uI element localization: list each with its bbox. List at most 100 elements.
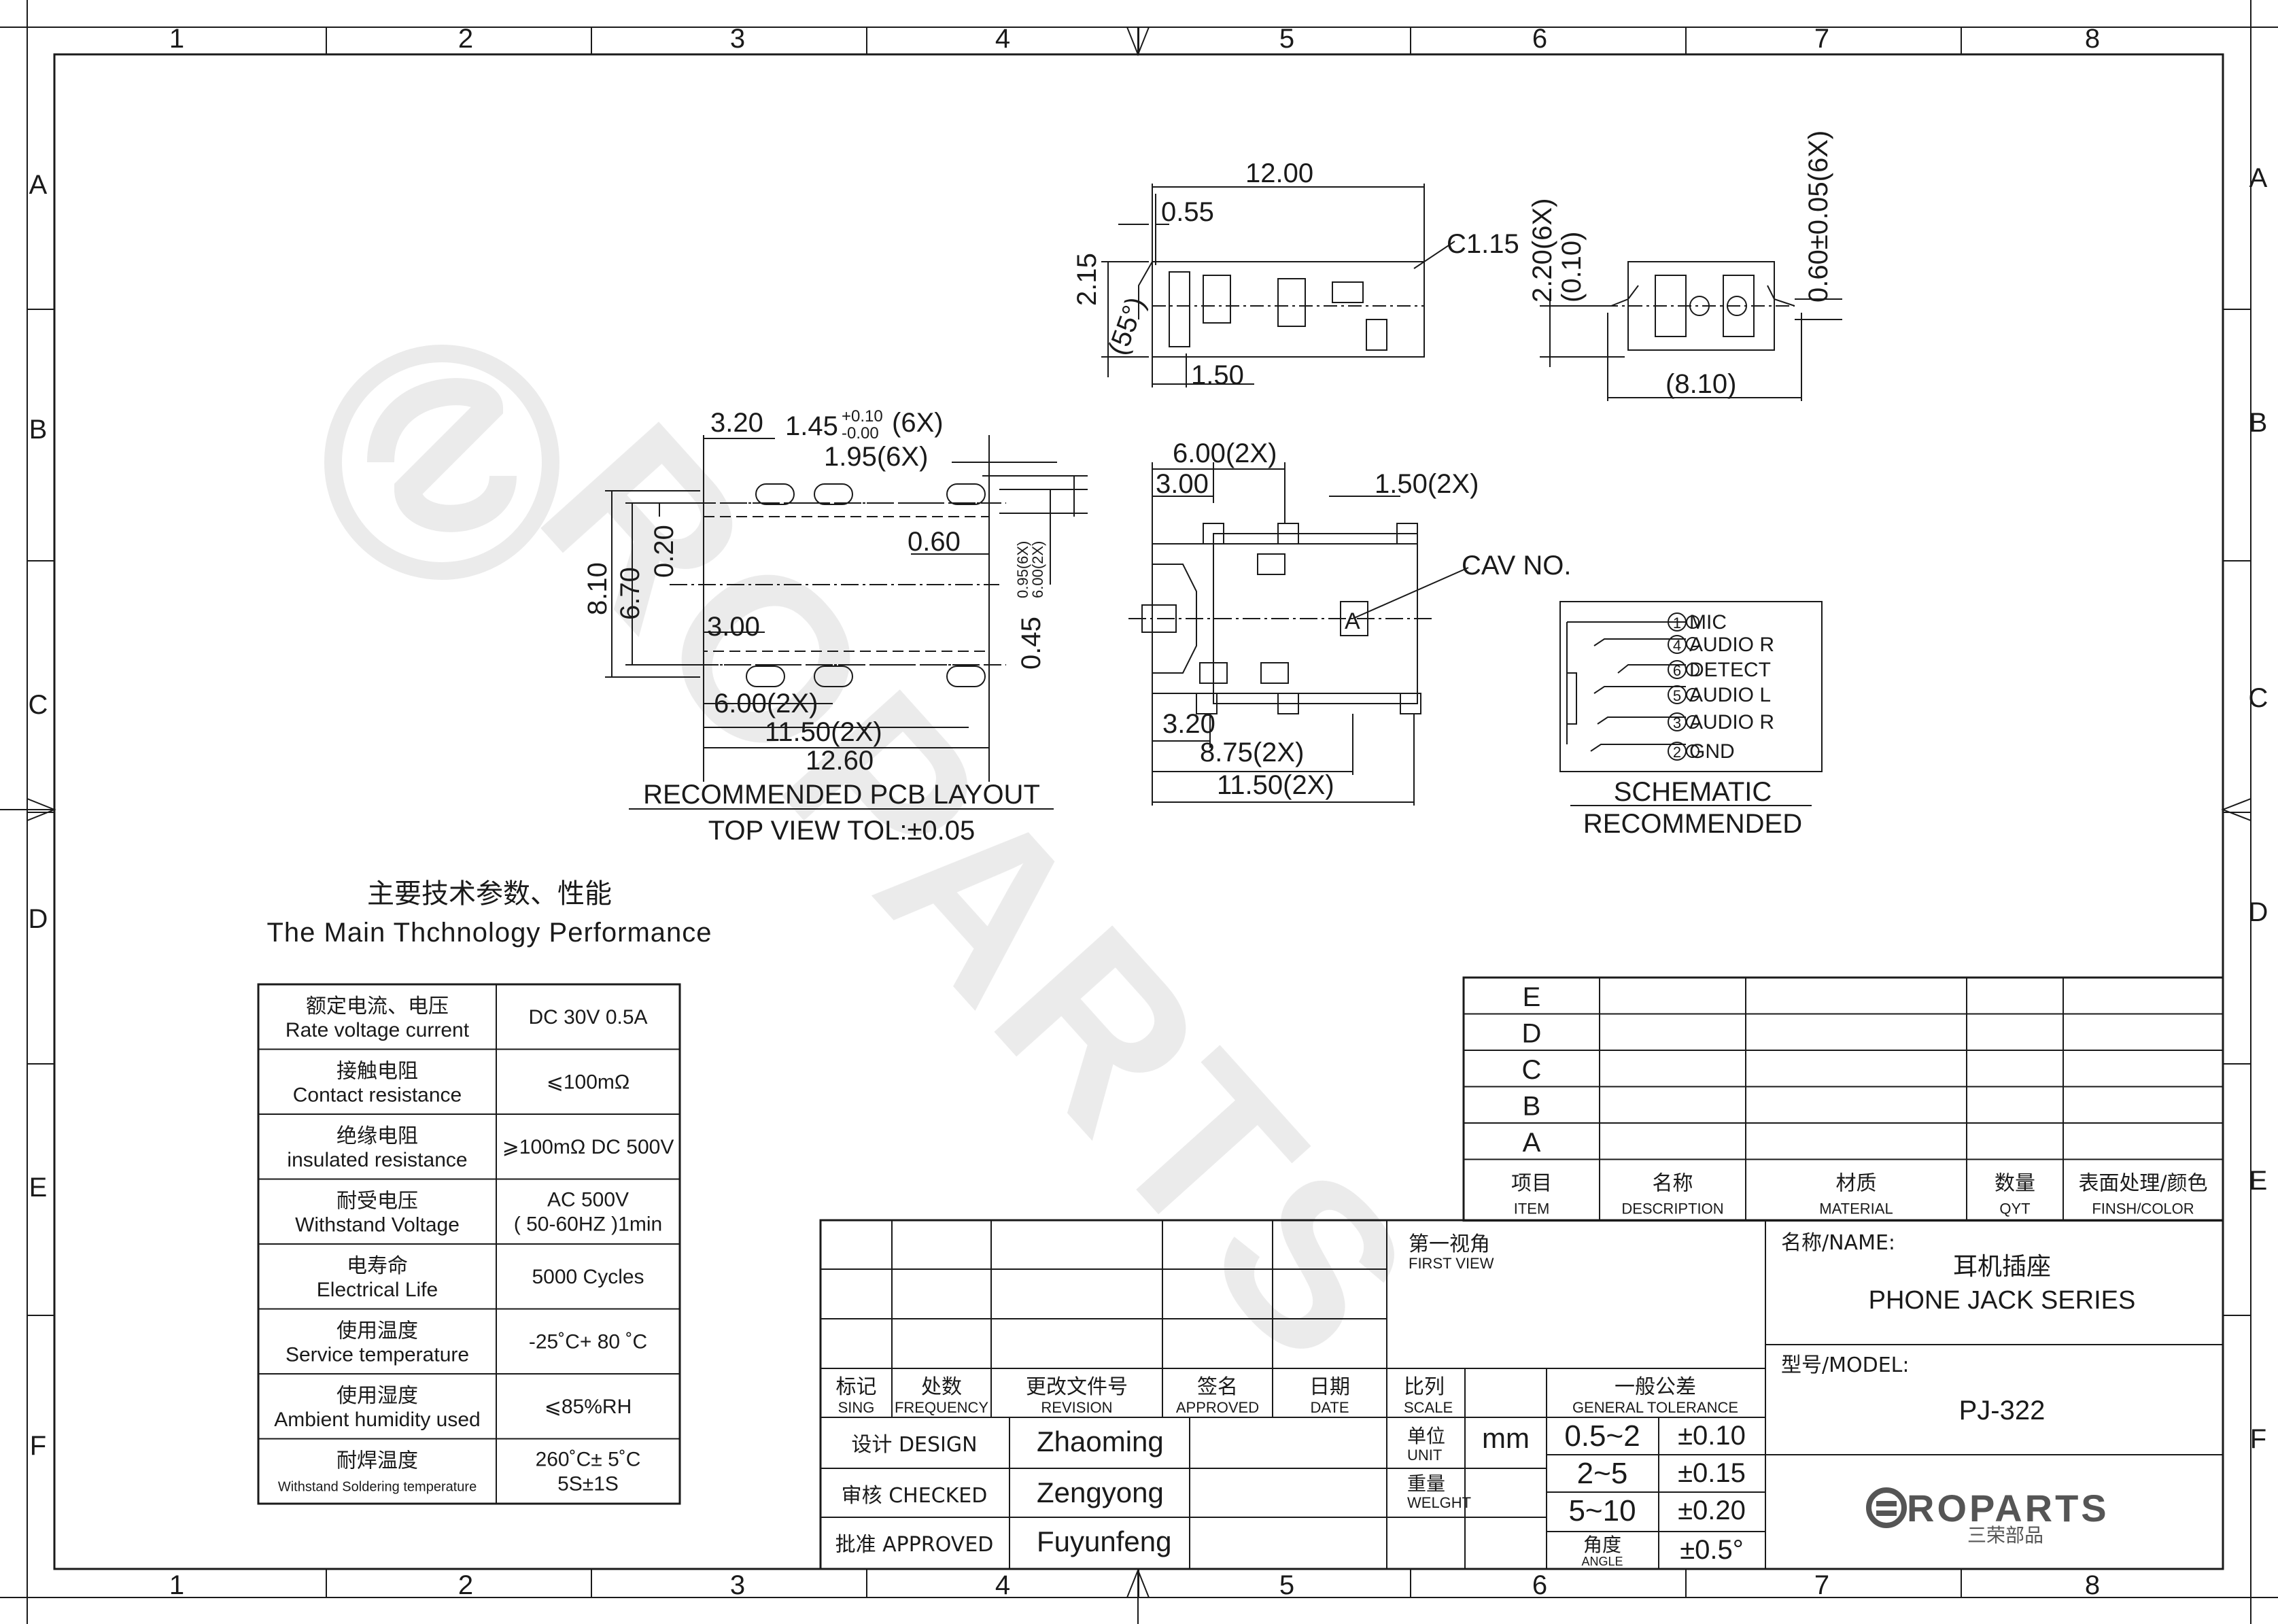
spec-value: -25˚C+ 80 ˚C bbox=[529, 1331, 647, 1353]
spec-label-en: Ambient humidity used bbox=[274, 1409, 481, 1431]
weight-cn: 重量 bbox=[1407, 1472, 1445, 1495]
side-dim-pin: 1.50 bbox=[1191, 360, 1244, 390]
pin-number: 6 bbox=[1673, 662, 1681, 679]
specs-title-en: The Main Thchnology Performance bbox=[266, 918, 712, 948]
bom-header-en: FINSH/COLOR bbox=[2092, 1200, 2194, 1217]
pin-number-circle bbox=[1668, 742, 1687, 761]
zone-col-bottom-4: 4 bbox=[995, 1570, 1010, 1600]
zone-row-left-2: C bbox=[29, 690, 48, 720]
pin-label: GND bbox=[1689, 740, 1735, 763]
pcb-dim-total-height: 8.10 bbox=[583, 562, 612, 615]
pcb-dim-pad-length: 1.95(6X) bbox=[824, 442, 928, 472]
pcb-dim-half-pitch: 3.00 bbox=[707, 612, 760, 642]
side-view bbox=[1101, 184, 1455, 387]
bom-rev-A: A bbox=[1523, 1128, 1541, 1158]
top-dim-first-pin: 3.20 bbox=[1162, 709, 1215, 739]
pin-number-circle bbox=[1668, 685, 1687, 704]
spec-value: ⩽100mΩ bbox=[547, 1071, 630, 1094]
zone-row-right-5: F bbox=[2250, 1424, 2266, 1454]
pcb-dim-edge: 0.20 bbox=[649, 525, 679, 578]
pin-label: MIC bbox=[1689, 611, 1727, 634]
bom-header-cn: 项目 bbox=[1511, 1172, 1552, 1196]
name-label: 名称/NAME: bbox=[1781, 1231, 1895, 1255]
signoff-name: Fuyunfeng bbox=[1037, 1525, 1171, 1557]
schematic-pin-6: 6 DETECT bbox=[1668, 659, 1771, 681]
spec-value: 5S±1S bbox=[557, 1473, 619, 1496]
zone-row-right-2: C bbox=[2249, 683, 2268, 713]
zone-row-right-3: D bbox=[2249, 897, 2268, 927]
spec-label-cn: 额定电流、电压 bbox=[306, 995, 449, 1018]
bom-header-en: QYT bbox=[1999, 1200, 2030, 1217]
end-dim-thickness: 0.60±0.05(6X) bbox=[1804, 131, 1833, 303]
pin-number: 5 bbox=[1673, 687, 1681, 704]
schematic-pin-2: 2 GND bbox=[1668, 740, 1735, 763]
pcb-dim-pad-tol-upper: +0.10 bbox=[842, 407, 883, 426]
zone-col-bottom-5: 5 bbox=[1279, 1570, 1294, 1600]
tolerance-cn: 一般公差 bbox=[1615, 1375, 1696, 1399]
pcb-dim-pad-tol-lower: -0.00 bbox=[842, 424, 879, 443]
spec-label-en: Contact resistance bbox=[293, 1084, 462, 1107]
bom-rev-C: C bbox=[1522, 1055, 1542, 1085]
product-name-en: PHONE JACK SERIES bbox=[1869, 1286, 2136, 1315]
top-dim-pin-span: 8.75(2X) bbox=[1200, 738, 1304, 767]
zone-row-right-0: A bbox=[2249, 163, 2268, 193]
pin-label: AUDIO R bbox=[1689, 711, 1774, 733]
title-block: 标记SING处数FREQUENCY更改文件号REVISION签名APPROVED… bbox=[819, 1219, 2224, 1570]
rev-header-en: REVISION bbox=[1041, 1399, 1112, 1416]
pin-label: AUDIO L bbox=[1689, 684, 1771, 706]
pcb-dim-pitch-2x: 6.00(2X) bbox=[714, 689, 818, 719]
rev-header-cn: 处数 bbox=[921, 1375, 962, 1399]
logo-text: ROPARTS bbox=[1907, 1487, 2109, 1530]
top-dim-half-pitch: 3.00 bbox=[1156, 469, 1209, 499]
spec-value: ⩾100mΩ DC 500V bbox=[502, 1136, 674, 1158]
zone-row-right-4: E bbox=[2249, 1166, 2268, 1196]
tolerance-value: ±0.20 bbox=[1678, 1496, 1746, 1525]
signoff-role: 审核 CHECKED bbox=[842, 1484, 988, 1508]
zone-col-bottom-6: 6 bbox=[1532, 1570, 1547, 1600]
bom-header-en: MATERIAL bbox=[1819, 1200, 1893, 1217]
center-mark-right bbox=[2221, 797, 2251, 822]
signoff-name: Zhaoming bbox=[1037, 1426, 1164, 1457]
pin-number: 3 bbox=[1673, 714, 1681, 731]
weight-en: WELGHT bbox=[1407, 1494, 1471, 1511]
zone-col-top-8: 8 bbox=[2085, 24, 2100, 54]
spec-label-cn: 电寿命 bbox=[347, 1254, 408, 1278]
bom-header-cn: 材质 bbox=[1836, 1172, 1877, 1196]
spec-label-cn: 耐焊温度 bbox=[336, 1449, 418, 1473]
first-view-en: FIRST VIEW bbox=[1409, 1255, 1494, 1272]
first-view-cn: 第一视角 bbox=[1409, 1232, 1490, 1256]
pcb-dim-pad-count: (6X) bbox=[892, 408, 944, 438]
rev-header-en: DATE bbox=[1310, 1399, 1349, 1416]
side-dim-chamfer: C1.15 bbox=[1447, 229, 1519, 259]
pin-label: AUDIO R bbox=[1689, 634, 1774, 656]
angle-cn: 角度 bbox=[1583, 1534, 1621, 1556]
tolerance-value: ±0.15 bbox=[1678, 1458, 1746, 1488]
pin-number: 2 bbox=[1673, 744, 1681, 761]
bom-rev-D: D bbox=[1522, 1019, 1542, 1049]
spec-label-en: Rate voltage current bbox=[286, 1019, 470, 1041]
side-dim-offset: 0.55 bbox=[1161, 197, 1214, 227]
rev-header-cn: 标记 bbox=[836, 1375, 877, 1399]
side-dim-length: 12.00 bbox=[1245, 158, 1313, 188]
end-view bbox=[1540, 261, 1842, 401]
pin-label: DETECT bbox=[1689, 659, 1771, 681]
spec-label-en: Withstand Soldering temperature bbox=[278, 1480, 477, 1495]
spec-label-cn: 绝缘电阻 bbox=[336, 1124, 418, 1148]
bom-rev-E: E bbox=[1523, 982, 1541, 1012]
rev-header-cn: 日期 bbox=[1309, 1375, 1350, 1399]
pcb-dim-pitch: 3.20 bbox=[710, 408, 763, 438]
zone-col-top-4: 4 bbox=[995, 24, 1010, 54]
spec-label-en: Electrical Life bbox=[317, 1279, 438, 1301]
bom-header-cn: 数量 bbox=[1995, 1172, 2035, 1196]
side-dim-angle: (55°) bbox=[1103, 293, 1151, 359]
watermark-text: ROPARTS bbox=[494, 377, 1462, 1413]
top-dim-pin-width: 1.50(2X) bbox=[1375, 469, 1479, 499]
